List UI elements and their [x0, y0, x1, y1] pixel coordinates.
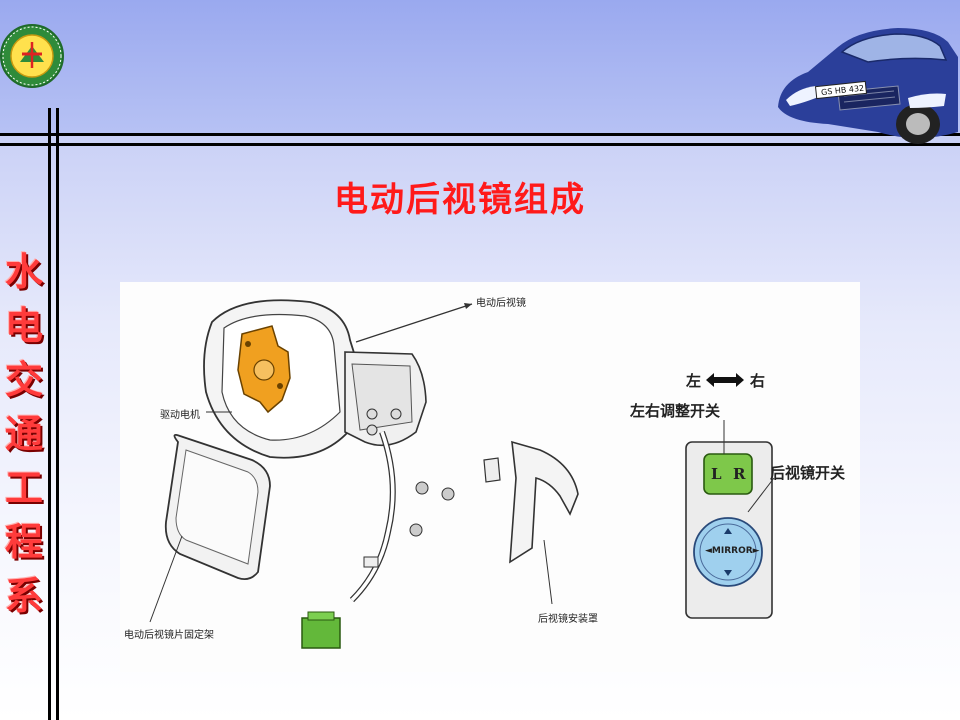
label-right: 右: [750, 372, 766, 390]
label-mirror-holder: 电动后视镜片固定架: [124, 630, 214, 641]
side-title-char: 工: [4, 465, 43, 510]
label-mirror-switch: 后视镜开关: [770, 464, 846, 482]
diagram-drawing: [149, 299, 775, 649]
label-drive-motor: 驱动电机: [160, 410, 200, 421]
top-divider-line: [0, 133, 960, 136]
label-lr-switch: 左右调整开关: [630, 402, 721, 420]
side-title-char: 程: [4, 519, 43, 564]
second-divider-line: [0, 143, 960, 146]
car-illustration: GS HB 432: [778, 28, 958, 144]
connector-plug: [301, 617, 341, 649]
side-title-char: 交: [4, 357, 43, 402]
slide-title: 电动后视镜组成: [334, 180, 586, 220]
mirror-mounting-cover: [509, 440, 579, 564]
switch-button-l: L: [711, 465, 722, 483]
side-title-char: 水: [4, 249, 43, 294]
knob-mirror-text: ◄MIRROR►: [705, 546, 760, 556]
switch-button-r: R: [733, 465, 746, 483]
side-title-char: 系: [4, 573, 43, 618]
left-right-arrow-icon: [706, 373, 744, 387]
label-mounting-cover: 后视镜安装罩: [538, 614, 598, 625]
side-title-char: 电: [4, 303, 43, 348]
school-logo: [0, 24, 64, 88]
vertical-department-title: 水 电 交 通 工 程 系: [0, 245, 48, 623]
license-plate: GS HB 432: [821, 84, 865, 97]
lr-adjust-switch: [703, 453, 753, 495]
left-divider-line-2: [56, 108, 59, 720]
label-left: 左: [686, 372, 702, 390]
mirror-components-diagram: 电动后视镜 驱动电机 电动后视镜片固定架 后视镜安装罩 左 右 左右调整开关 后…: [120, 282, 860, 672]
label-electric-mirror: 电动后视镜: [476, 298, 526, 309]
mirror-adjust-knob: [693, 517, 763, 587]
side-title-char: 通: [4, 411, 43, 456]
left-divider-line: [48, 108, 51, 720]
